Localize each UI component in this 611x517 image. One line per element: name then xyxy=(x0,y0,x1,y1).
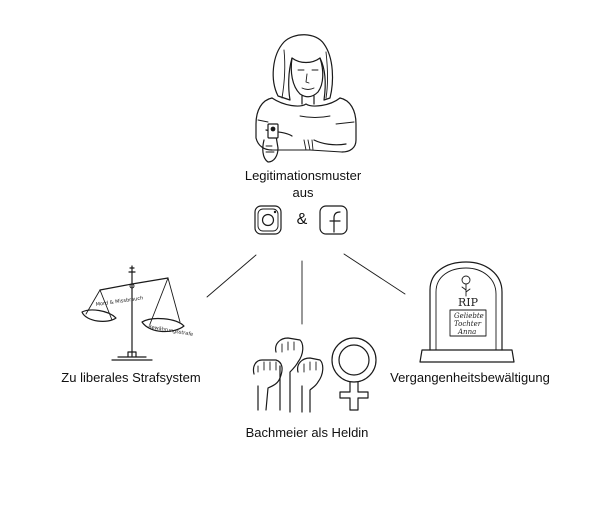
gravestone-rip: RIP xyxy=(458,296,479,309)
branch-label-right: Vergangenheitsbewältigung xyxy=(390,370,550,385)
ampersand: & xyxy=(296,211,308,228)
svg-text:Bewährungsstrafe: Bewährungsstrafe xyxy=(148,324,194,338)
center-title-line1: Legitimationsmuster xyxy=(244,168,362,183)
instagram-icon xyxy=(254,205,282,235)
gravestone-line2: Tochter xyxy=(454,320,482,328)
facebook-icon xyxy=(319,205,348,235)
connector-line-right xyxy=(343,253,406,295)
center-title-line2: aus xyxy=(292,185,314,200)
raised-fists-icon xyxy=(252,337,324,413)
branch-label-left: Zu liberales Strafsystem xyxy=(61,370,201,385)
female-symbol-icon xyxy=(331,337,377,411)
gravestone-line3: Anna xyxy=(457,328,476,336)
scale-pan-right-text: Bewährungsstrafe xyxy=(148,324,194,338)
gravestone-line1: Geliebte xyxy=(454,312,484,320)
gravestone-icon: RIP Geliebte Tochter Anna xyxy=(419,261,515,363)
branch-label-middle: Bachmeier als Heldin xyxy=(245,425,369,440)
woman-with-gun-illustration xyxy=(255,34,357,163)
connector-line-left xyxy=(206,254,257,298)
scales-icon: Mord & Missbrauch Bewährungsstrafe xyxy=(81,265,194,361)
